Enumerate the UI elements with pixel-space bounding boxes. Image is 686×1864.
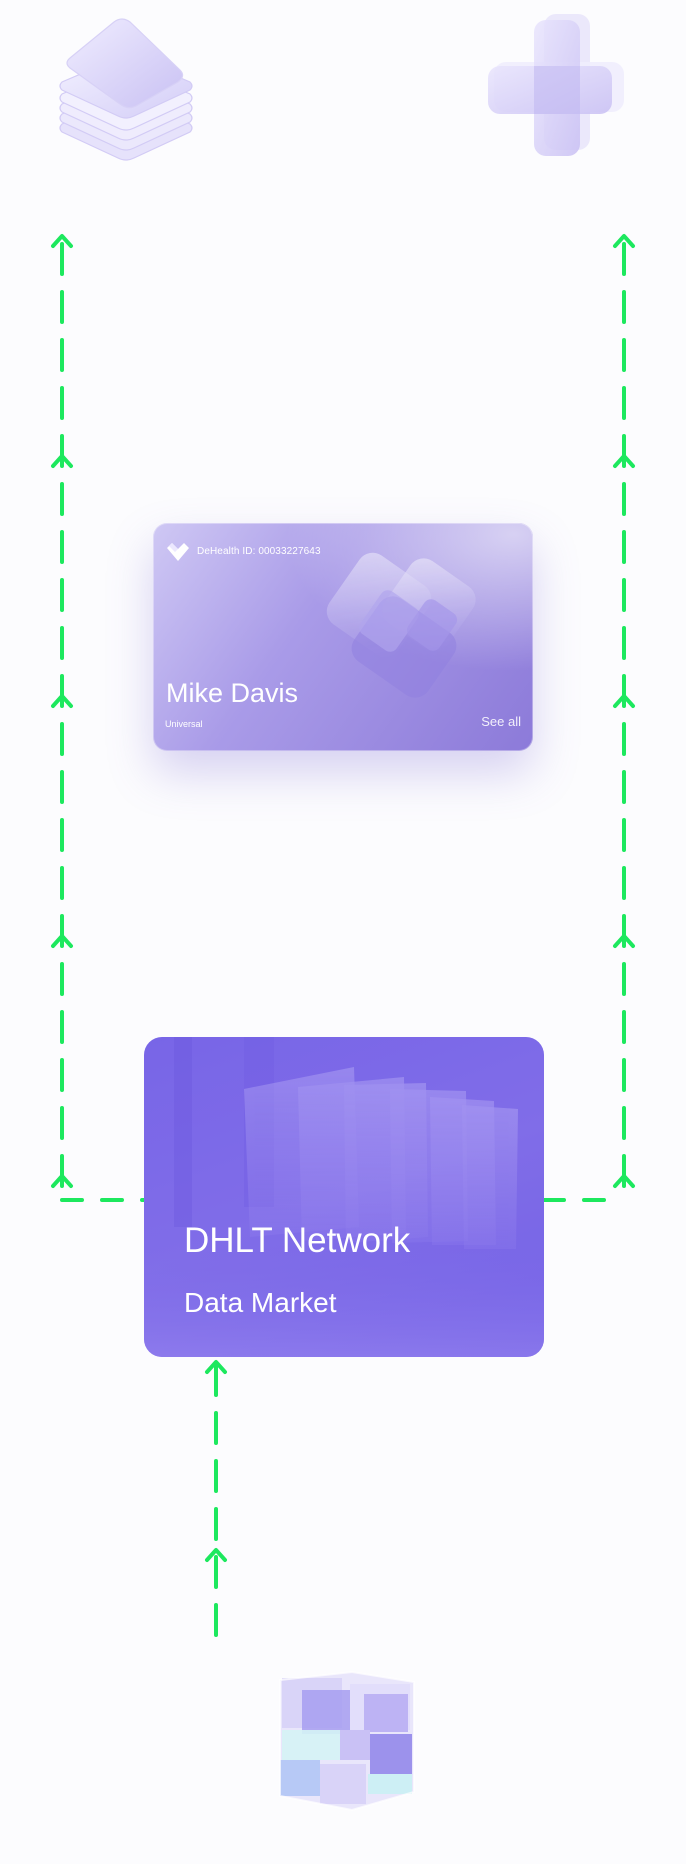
card-holder-name: Mike Davis <box>166 678 299 708</box>
heart-glass-art <box>153 523 533 751</box>
right-arrowhead-1 <box>613 234 635 248</box>
left-arrowhead-3 <box>51 694 73 708</box>
stacked-layers-icon <box>59 18 193 161</box>
right-arrowhead-3 <box>613 694 635 708</box>
data-panels-art <box>144 1037 544 1357</box>
network-card[interactable]: DHLT Network Data Market <box>144 1037 544 1357</box>
left-arrowhead-2 <box>51 454 73 468</box>
health-id-card[interactable]: DeHealth ID: 00033227643 Mike Davis Univ… <box>153 523 533 751</box>
medical-cross-icon <box>488 14 624 156</box>
right-arrowhead-2 <box>613 454 635 468</box>
bottom-arrowhead-2 <box>205 1548 227 1562</box>
left-arrowhead-4 <box>51 934 73 948</box>
card-plan-label: Universal <box>165 719 203 729</box>
heart-logo-icon <box>167 543 189 561</box>
right-arrowhead-5 <box>613 1174 635 1188</box>
right-arrowhead-4 <box>613 934 635 948</box>
glass-cube-icon <box>279 1670 415 1812</box>
left-arrowhead-1 <box>51 234 73 248</box>
left-arrowhead-5 <box>51 1174 73 1188</box>
bottom-arrowhead-1 <box>205 1360 227 1374</box>
network-title: DHLT Network <box>184 1221 411 1260</box>
health-id-label: DeHealth ID: 00033227643 <box>197 546 321 557</box>
network-subtitle: Data Market <box>184 1287 337 1318</box>
see-all-link[interactable]: See all <box>481 714 521 729</box>
